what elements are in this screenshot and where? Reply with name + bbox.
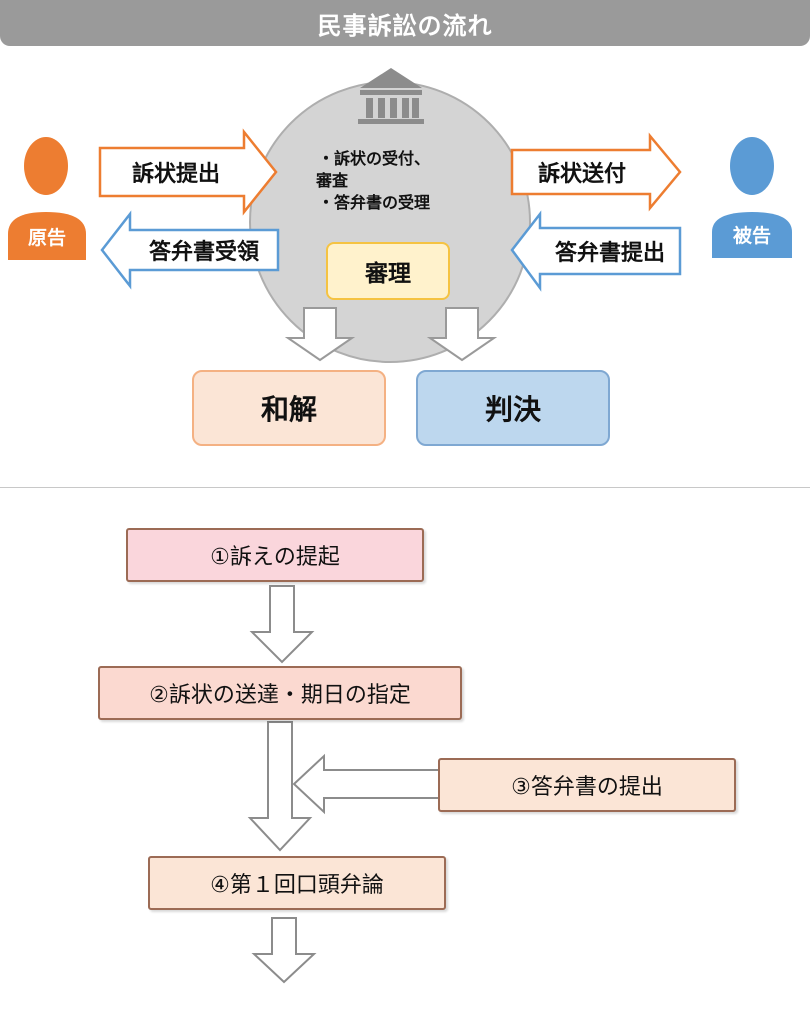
review-label: 審理 [365,261,411,287]
settlement-down-arrow [284,307,356,362]
step-4-box: ④第１回口頭弁論 [148,856,446,910]
step4-down-arrow [251,917,317,984]
filing-label: 訴状提出 [131,162,220,187]
judgment-down-arrow [426,307,498,362]
court-line-2: 審査 [316,171,349,190]
court-duties-text: ・訴状の受付、 審査 ・答弁書の受理 [316,148,486,214]
step-3-label: ③答弁書の提出 [511,775,663,800]
judgment-label: 判決 [484,393,541,426]
page-title: 民事訴訟の流れ [0,0,810,46]
serve-complaint-arrow [510,132,682,212]
plaintiff-person-icon [8,137,86,260]
submit-answer-arrow [510,210,682,292]
receive-answer-label: 答弁書受領 [148,240,259,265]
filing-arrow [98,128,278,216]
judgment-box: 判決 [416,370,610,446]
plaintiff-label: 原告 [27,226,66,249]
court-line-3: ・答弁書の受理 [318,193,431,212]
step-4-label: ④第１回口頭弁論 [210,873,384,898]
serve-complaint-label: 訴状送付 [537,162,626,187]
defendant-label: 被告 [732,224,771,247]
step-1-box: ①訴えの提起 [126,528,424,582]
settlement-label: 和解 [260,393,317,426]
step-2-label: ②訴状の送達・期日の指定 [149,683,411,708]
step-1-label: ①訴えの提起 [210,545,340,570]
defendant-person-icon [712,137,792,258]
review-box: 審理 [326,242,450,300]
receive-answer-arrow [100,210,280,290]
courthouse-icon [358,68,424,124]
step1-down-arrow [249,585,315,664]
step-2-box: ②訴状の送達・期日の指定 [98,666,462,720]
section-divider [0,487,810,488]
submit-answer-label: 答弁書提出 [554,241,665,266]
step-3-box: ③答弁書の提出 [438,758,736,812]
court-line-1: ・訴状の受付、 [318,149,431,168]
step2-down-arrow [247,721,313,852]
settlement-box: 和解 [192,370,386,446]
step3-left-arrow [292,753,441,815]
